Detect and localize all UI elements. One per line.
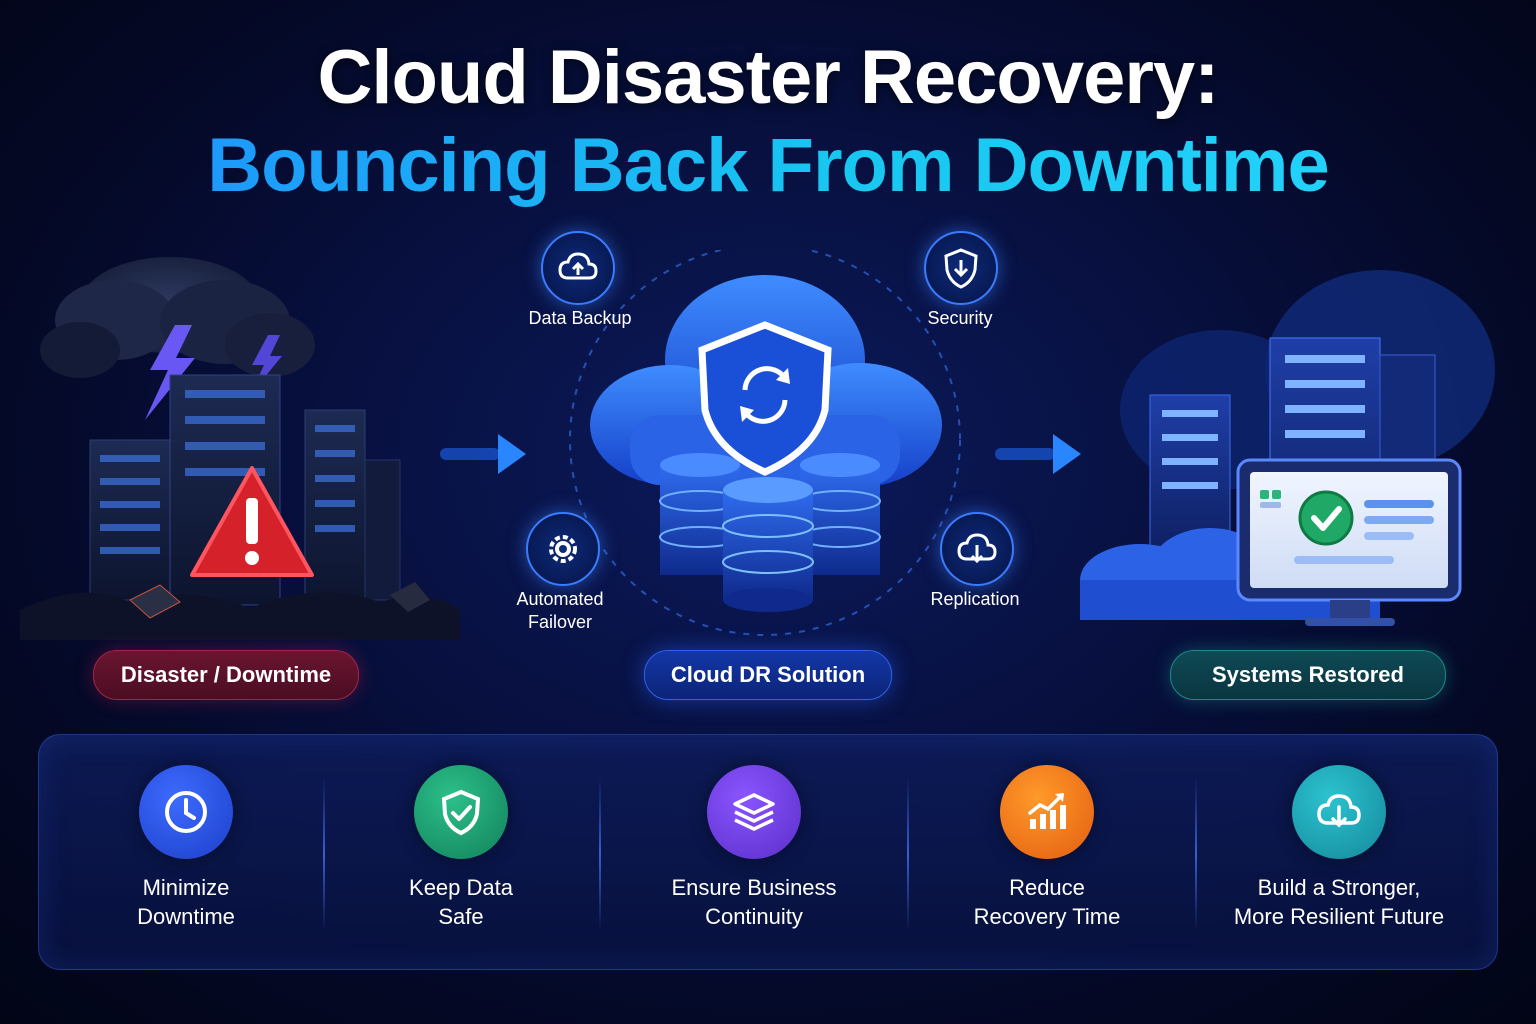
cloud-dr-illustration (569, 250, 961, 636)
stage-label-disaster: Disaster / Downtime (93, 650, 359, 700)
node-label-security: Security (927, 308, 993, 328)
arrow-right-icon (995, 434, 1081, 474)
benefit-icon-badge (1000, 765, 1094, 859)
cloud-download-icon (1317, 794, 1361, 828)
data-backup-node (541, 231, 615, 305)
disaster-scene-illustration (20, 257, 460, 640)
cloud-upload-icon (558, 252, 598, 280)
shield-download-icon (944, 248, 978, 289)
page-title: Cloud Disaster Recovery: (317, 35, 1220, 120)
stage-label-restored: Systems Restored (1170, 650, 1446, 700)
benefit-icon-badge (707, 765, 801, 859)
stage-label-cloud-dr: Cloud DR Solution (644, 650, 892, 700)
gear-icon (549, 535, 577, 563)
benefit-label: Build a Stronger,More Resilient Future (1233, 875, 1445, 929)
node-label-data-backup: Data Backup (528, 308, 632, 328)
divider (323, 777, 325, 931)
automated-failover-node (526, 512, 600, 586)
node-label-automated-failover: Automated Failover (516, 589, 604, 632)
restored-scene-illustration (1080, 270, 1495, 626)
warning-icon (190, 466, 314, 577)
clock-icon (165, 791, 207, 833)
shield-refresh-icon (698, 321, 832, 476)
chart-up-icon (1028, 793, 1066, 829)
page-subtitle: Bouncing Back From Downtime (0, 122, 1536, 209)
layers-icon (733, 793, 775, 831)
divider (1195, 777, 1197, 931)
divider (907, 777, 909, 931)
security-node (924, 231, 998, 305)
lightning-bolt-icon (145, 325, 195, 420)
arrow-right-icon (440, 434, 526, 474)
replication-node (940, 512, 1014, 586)
benefit-item: Build a Stronger,More Resilient Future (1209, 735, 1469, 969)
benefit-icon-badge (414, 765, 508, 859)
node-label-replication: Replication (930, 589, 1020, 609)
benefit-icon-badge (139, 765, 233, 859)
database-icon (659, 453, 881, 612)
divider (599, 777, 601, 931)
shield-check-icon (441, 789, 481, 836)
monitor-icon (1236, 458, 1462, 626)
cloud-download-icon (957, 533, 997, 564)
benefit-icon-badge (1292, 765, 1386, 859)
